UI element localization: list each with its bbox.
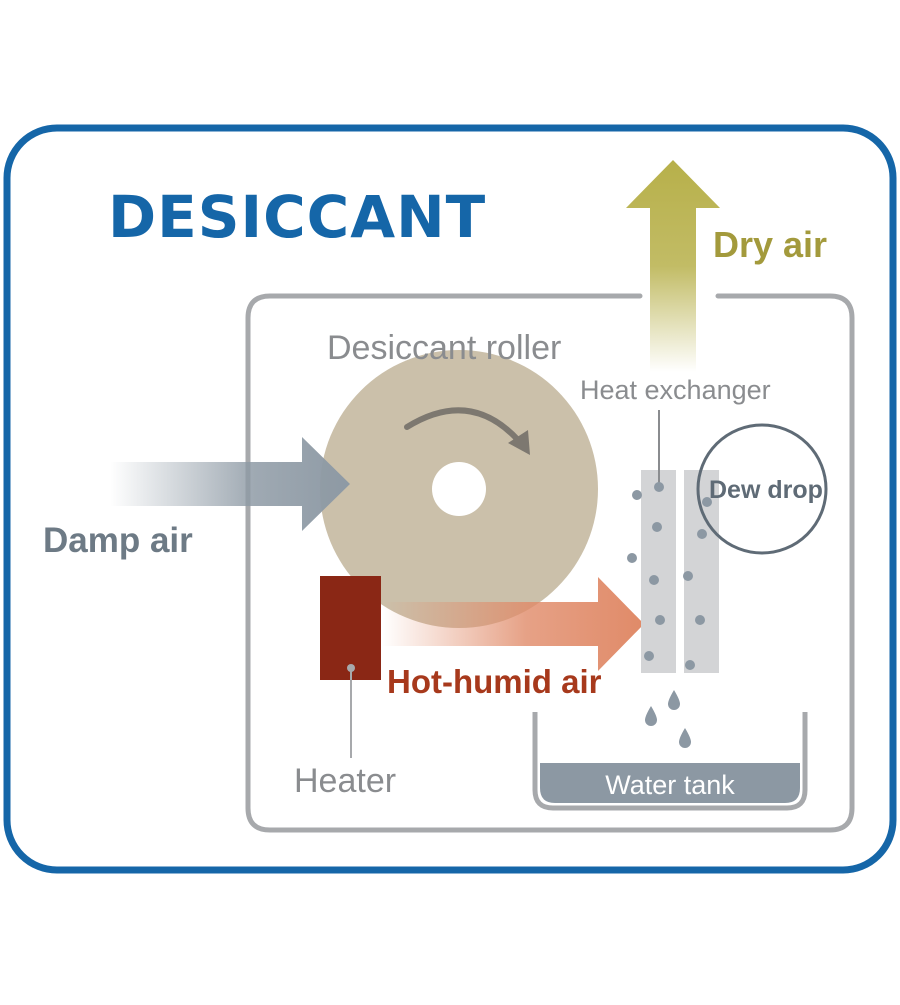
condensation-dots [627, 482, 712, 670]
damp-air-arrow [110, 437, 350, 531]
dew-drop-label: Dew drop [709, 476, 823, 504]
falling-water-drops [645, 690, 691, 748]
condensation-dot [652, 522, 662, 532]
condensation-dot [649, 575, 659, 585]
water-tank-label: Water tank [605, 770, 735, 800]
condensation-dot [632, 490, 642, 500]
water-drop [668, 690, 680, 710]
condensation-dot [685, 660, 695, 670]
water-drop [645, 706, 657, 726]
water-tank-water [540, 763, 800, 803]
rotation-arrow [404, 407, 521, 443]
diagram-title: DESICCANT [108, 183, 486, 251]
damp-air-label: Damp air [43, 521, 193, 560]
condensation-dot [702, 497, 712, 507]
hot-humid-air-arrow [382, 577, 644, 671]
condensation-dot [644, 651, 654, 661]
roller-hub [432, 462, 486, 516]
housing-outline [245, 293, 855, 833]
dry-air-arrow [626, 160, 720, 372]
condensation-dot [695, 615, 705, 625]
rotation-arrowhead [508, 430, 530, 455]
dry-air-label: Dry air [713, 224, 827, 265]
condensation-dot [697, 529, 707, 539]
heat-exchanger-label: Heat exchanger [580, 375, 771, 405]
condensation-dot [683, 571, 693, 581]
desiccant-roller-label: Desiccant roller [327, 329, 561, 367]
condensation-dot [654, 482, 664, 492]
condensation-dot [655, 615, 665, 625]
water-drop [679, 728, 691, 748]
heater [320, 576, 381, 680]
water-tank-outline [532, 712, 808, 811]
heat-exchanger-plate-left [641, 470, 676, 673]
heater-label: Heater [294, 762, 396, 800]
dew-drop-callout [696, 423, 828, 555]
hot-humid-air-label: Hot-humid air [387, 663, 602, 700]
condensation-dot [627, 553, 637, 563]
